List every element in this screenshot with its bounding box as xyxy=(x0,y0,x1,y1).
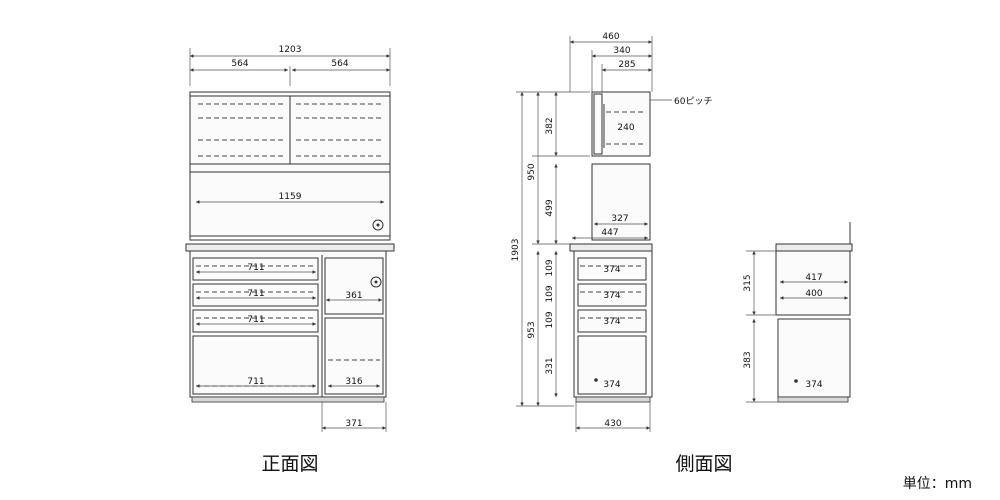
dim-right-width: 371 xyxy=(345,419,362,429)
dim-top-285: 285 xyxy=(618,60,635,70)
front-view-title: 正面図 xyxy=(261,453,318,475)
dim-open-shelf: 1159 xyxy=(279,192,302,202)
base-front xyxy=(191,396,385,403)
dim-drawer-depth-4: 374 xyxy=(603,380,620,390)
dim-top-340: 340 xyxy=(613,46,630,56)
dim-middle-499: 499 xyxy=(545,199,555,216)
unit-label: 単位：mm xyxy=(903,476,972,492)
dim-drawer-height-1: 109 xyxy=(545,259,555,276)
dim-drawer-1: 711 xyxy=(247,263,264,273)
right-section-view: 417 400 374 315 383 xyxy=(743,222,853,403)
right-upper-compartment xyxy=(775,250,851,316)
dim-overall-width: 1203 xyxy=(279,45,302,55)
dim-right-lower-inner: 316 xyxy=(345,377,362,387)
dim-drawer-2: 711 xyxy=(247,289,264,299)
dim-right-inner: 361 xyxy=(345,291,362,301)
side-view-title: 側面図 xyxy=(675,453,732,475)
outlet-icon xyxy=(372,219,384,231)
dim-shelf-240: 240 xyxy=(617,123,634,133)
dim-bottom-drawer: 711 xyxy=(247,377,264,387)
counter-top-side xyxy=(569,243,653,252)
middle-section-side xyxy=(591,163,651,241)
dim-height-383: 383 xyxy=(743,351,753,368)
pitch-note: 60ピッチ xyxy=(674,96,712,107)
counter-top-right xyxy=(775,243,853,252)
outlet-icon-lower xyxy=(370,276,382,288)
front-view: 1203 564 564 1159 xyxy=(185,45,395,432)
dim-drawer-depth-1: 374 xyxy=(603,265,620,275)
base-right xyxy=(777,396,849,403)
dim-upper-382: 382 xyxy=(545,117,555,134)
dim-depth-327: 327 xyxy=(611,214,628,224)
dim-depth-400: 400 xyxy=(805,289,822,299)
dim-base-430: 430 xyxy=(604,419,621,429)
dim-lower-953: 953 xyxy=(527,321,537,338)
dim-top-460: 460 xyxy=(602,32,619,42)
counter-top-front xyxy=(185,243,395,252)
dim-drawer-height-4: 331 xyxy=(545,357,555,374)
dim-depth-417: 417 xyxy=(805,273,822,283)
dim-depth-447: 447 xyxy=(601,228,618,238)
dim-drawer-height-3: 109 xyxy=(545,311,555,328)
dim-total-1903: 1903 xyxy=(511,239,521,262)
dim-drawer-depth-2: 374 xyxy=(603,291,620,301)
dim-upper-door-left: 564 xyxy=(231,59,248,69)
dim-depth-374-right: 374 xyxy=(805,380,822,390)
base-side xyxy=(575,396,651,403)
dim-upper-950: 950 xyxy=(527,163,537,180)
dim-drawer-height-2: 109 xyxy=(545,285,555,302)
side-view: 460 340 285 240 60ピッチ 327 447 374 374 37… xyxy=(511,32,712,432)
dim-drawer-depth-3: 374 xyxy=(603,317,620,327)
dim-drawer-3: 711 xyxy=(247,315,264,325)
dim-height-315: 315 xyxy=(743,274,753,291)
dim-upper-door-right: 564 xyxy=(331,59,348,69)
